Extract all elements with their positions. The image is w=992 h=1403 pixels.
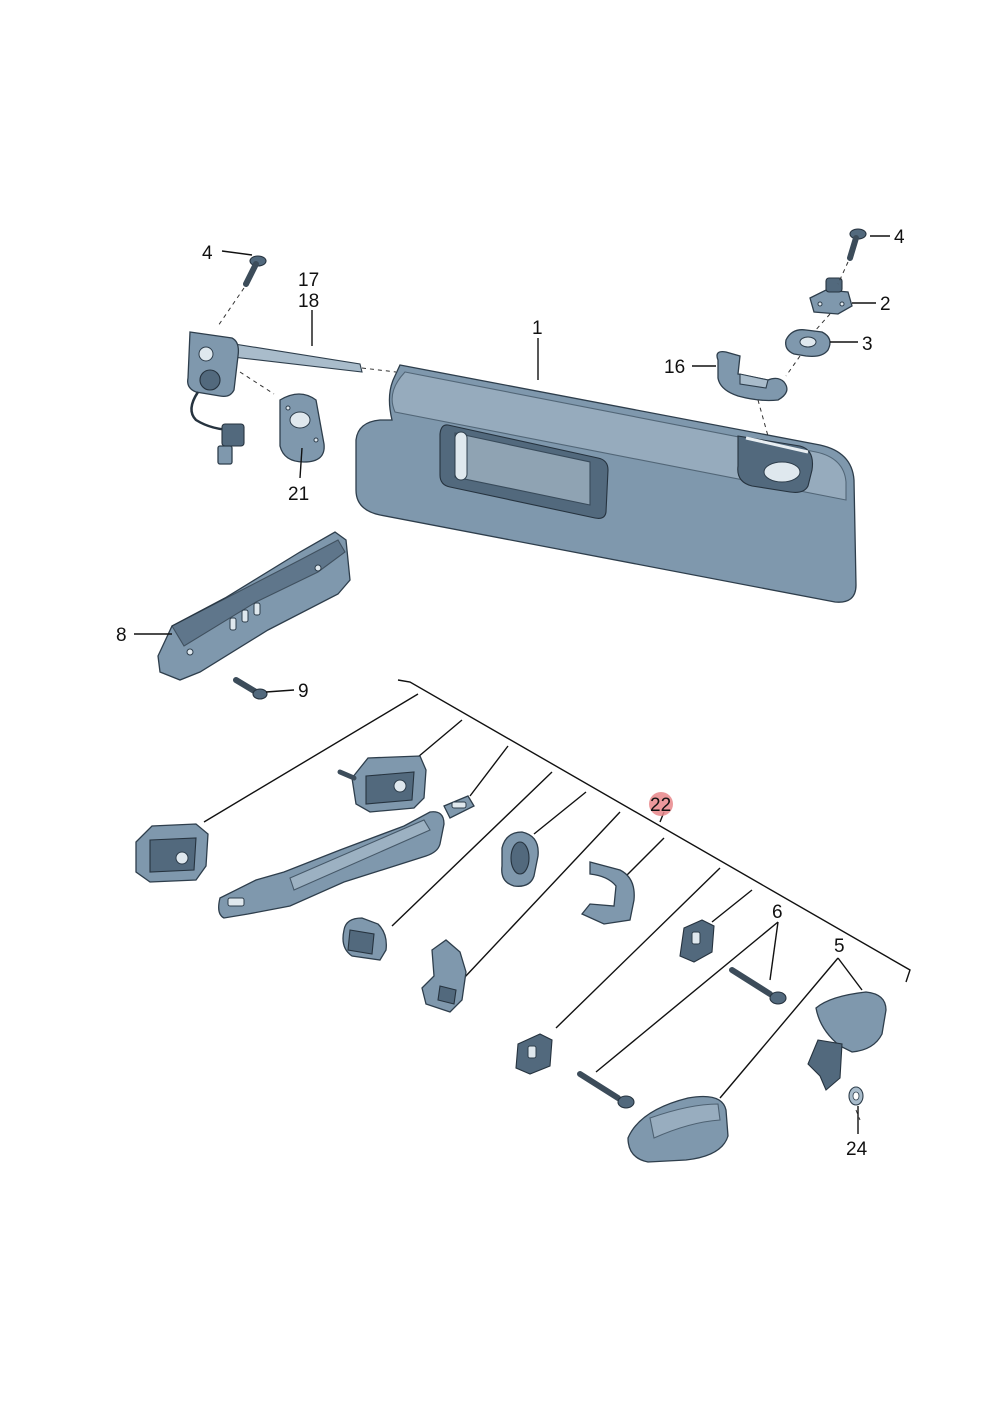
leader-lines	[134, 235, 890, 1134]
label-9[interactable]: 9	[298, 681, 309, 702]
part-9-screw[interactable]	[233, 677, 268, 700]
part-latch-left[interactable]	[135, 823, 209, 883]
highlight-marker-22	[649, 792, 673, 816]
assembly-lines	[217, 261, 861, 1121]
label-1[interactable]: 1	[532, 318, 543, 339]
label-5[interactable]: 5	[834, 936, 845, 957]
part-3-base-plate[interactable]	[785, 329, 831, 358]
label-3[interactable]: 3	[862, 334, 873, 355]
label-18[interactable]: 18	[298, 291, 319, 312]
label-6[interactable]: 6	[772, 902, 783, 923]
part-end-cap[interactable]	[342, 917, 387, 961]
label-16[interactable]: 16	[664, 357, 685, 378]
part-5-cover-lower[interactable]	[627, 1095, 729, 1163]
part-21-cover-plate[interactable]	[279, 393, 325, 463]
part-latch-top[interactable]	[337, 755, 427, 813]
part-bracket-clip-right[interactable]	[580, 861, 635, 925]
label-4-left[interactable]: 4	[202, 243, 213, 264]
part-8-holder[interactable]	[157, 531, 351, 681]
part-number-labels: 4 4 2 3 16 17 18 1 21 8 9 22 6 5 24	[116, 227, 905, 1160]
part-4-screw-right[interactable]	[847, 228, 867, 261]
label-22[interactable]: 22	[650, 795, 671, 816]
part-grab-handle[interactable]	[218, 795, 475, 919]
label-24[interactable]: 24	[846, 1139, 868, 1160]
part-6-bolt-upper[interactable]	[729, 967, 787, 1005]
label-4-right[interactable]: 4	[894, 227, 905, 248]
part-bezel[interactable]	[501, 831, 539, 887]
part-17-18-hinge-shaft[interactable]	[187, 331, 363, 465]
part-5-cover-upper[interactable]	[807, 991, 887, 1091]
part-small-clip-upper[interactable]	[679, 919, 715, 963]
part-bracket-clip-left[interactable]	[421, 939, 467, 1013]
label-8[interactable]: 8	[116, 625, 127, 646]
label-21[interactable]: 21	[288, 484, 309, 505]
part-6-bolt-lower[interactable]	[577, 1071, 635, 1109]
group-22-handle-kit	[135, 679, 911, 1163]
part-24-washer[interactable]	[848, 1086, 864, 1106]
part-2-clip[interactable]	[809, 277, 853, 315]
label-17[interactable]: 17	[298, 270, 319, 291]
label-2[interactable]: 2	[880, 294, 891, 315]
part-1-sun-visor[interactable]	[355, 364, 857, 603]
part-16-retainer[interactable]	[716, 351, 788, 402]
part-4-screw-left[interactable]	[243, 255, 267, 287]
part-small-clip-lower[interactable]	[515, 1033, 553, 1075]
